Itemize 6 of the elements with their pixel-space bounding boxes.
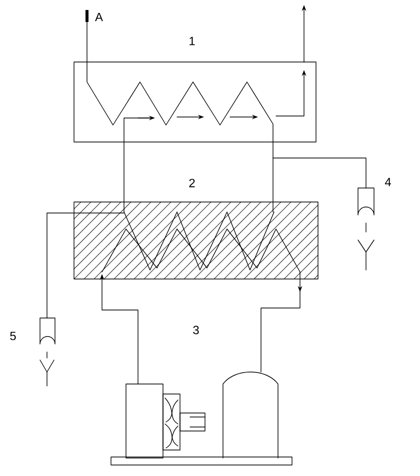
callout-number: 1: [190, 36, 195, 46]
callout-number: 3: [193, 326, 199, 334]
inlet-label: A: [95, 12, 103, 22]
callout-number: 2: [189, 178, 195, 188]
callout-number: 4: [384, 178, 391, 186]
callout-number: 5: [10, 332, 16, 340]
